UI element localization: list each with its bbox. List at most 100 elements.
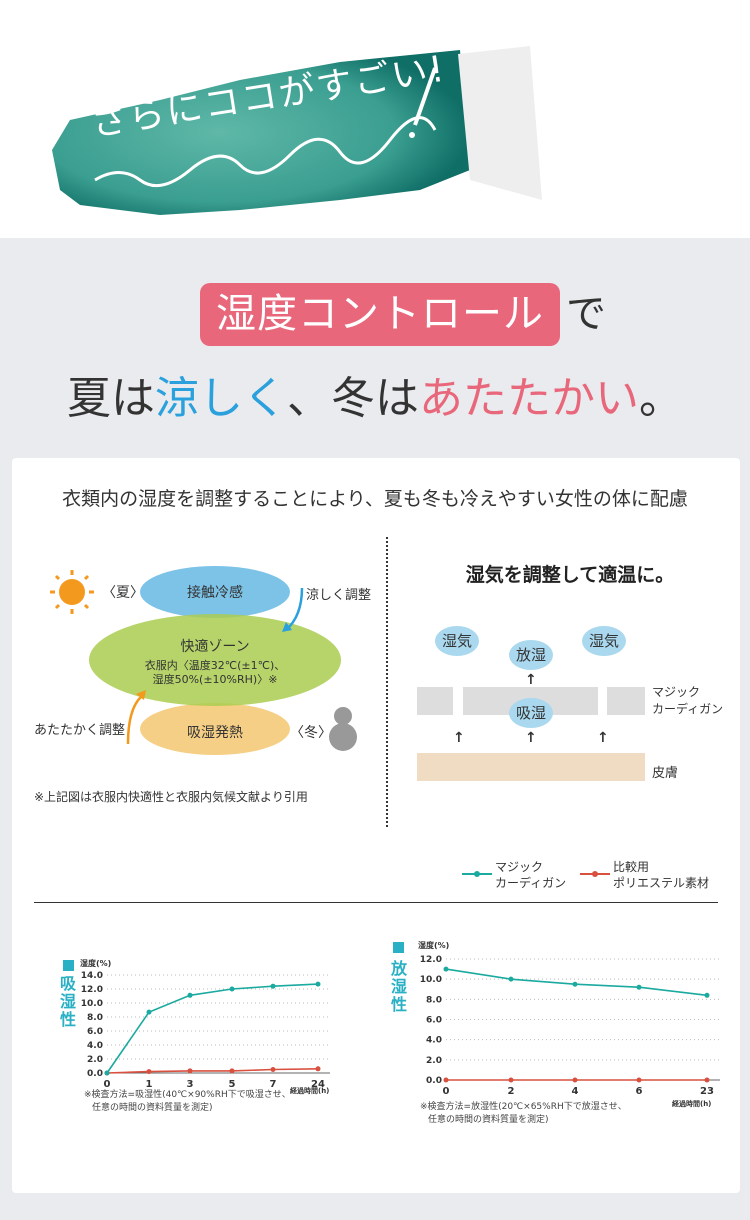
headline-cool: 涼しく: [155, 373, 287, 424]
divider-line: [34, 902, 718, 903]
content-card: [12, 458, 740, 1193]
y-tick-label: 14.0: [81, 971, 103, 981]
fabric-label: マジック: [652, 685, 701, 699]
data-point: [229, 986, 235, 992]
bubble-absorb: 吸湿: [509, 698, 553, 728]
snowman-icon: [329, 707, 357, 751]
series-line-magic: [445, 968, 708, 997]
bubble-moisture: 湿気: [582, 626, 626, 656]
contact-cool-label: 接触冷感: [187, 585, 243, 601]
x-tick-label: 7: [270, 1079, 277, 1090]
x-tick-label: 24: [311, 1079, 325, 1090]
chart-title: 吸湿性: [60, 974, 77, 1029]
sun-icon: [50, 570, 94, 614]
torn-paper-banner: [52, 46, 542, 215]
bubble-moisture: 湿気: [435, 626, 479, 656]
headline-part: 。: [639, 373, 683, 424]
arrow-up-icon: ↑: [453, 730, 465, 746]
divider-dotted: [386, 537, 388, 827]
fabric-block: [417, 687, 453, 715]
y-tick-label: 6.0: [87, 1027, 103, 1037]
legend-magic: マジック: [495, 860, 544, 874]
y-tick-label: 10.0: [420, 975, 442, 985]
y-tick-label: 2.0: [87, 1055, 103, 1065]
series-line-polyester: [106, 1068, 319, 1074]
chart-marker-icon: [393, 942, 404, 953]
chart-note: 任意の時間の資料質量を測定): [428, 1115, 549, 1125]
data-point: [187, 992, 193, 998]
data-point: [508, 976, 514, 982]
comfort-zone-line1: 衣服内〈温度32℃(±1℃)、: [144, 659, 286, 672]
y-tick-label: 8.0: [87, 1013, 103, 1023]
arrow-up-icon: ↑: [597, 730, 609, 746]
y-tick-label: 2.0: [426, 1056, 442, 1066]
cool-arrow-icon: [282, 587, 304, 632]
data-point: [270, 983, 276, 989]
bubble-release: 放湿: [509, 640, 553, 670]
x-tick-label: 6: [636, 1086, 643, 1097]
summer-label: 〈夏〉: [102, 585, 144, 601]
arrow-up-icon: ↑: [525, 730, 537, 746]
headline-part: 、冬は: [287, 373, 419, 424]
y-tick-label: 0.0: [87, 1069, 103, 1079]
data-point: [146, 1009, 152, 1015]
warm-adjust-label: あたたかく調整: [34, 723, 126, 738]
headline-line2: 夏は涼しく、冬はあたたかい。: [0, 362, 750, 426]
cool-adjust-label: 涼しく調整: [306, 588, 372, 603]
data-point: [443, 966, 449, 972]
fabric-label: カーディガン: [652, 702, 724, 716]
legend-teal-marker: [462, 871, 492, 877]
chart-note: ※検査方法=放湿性(20℃×65%RH下で放湿させ、: [420, 1102, 627, 1112]
x-tick-label: 5: [229, 1079, 236, 1090]
x-axis-label: 経過時間(h): [672, 1099, 711, 1108]
comfort-zone-line2: 湿度50%(±10%RH)〉※: [152, 673, 278, 686]
headline-warm: あたたかい: [419, 373, 639, 424]
x-tick-label: 2: [508, 1086, 515, 1097]
contact-cool-ellipse: [140, 566, 290, 618]
humidity-control-badge: 湿度コントロール: [200, 283, 560, 346]
y-tick-label: 8.0: [426, 995, 442, 1005]
data-point: [315, 981, 321, 987]
y-tick-label: 0.0: [426, 1076, 442, 1086]
y-axis-label: 湿度(%): [418, 940, 449, 950]
x-axis-label: 経過時間(h): [290, 1086, 329, 1095]
winter-label: 〈冬〉: [290, 725, 332, 741]
heat-label: 吸湿発熱: [187, 725, 243, 741]
y-tick-label: 10.0: [81, 999, 103, 1009]
data-point: [508, 1077, 514, 1083]
chart-note: ※検査方法=吸湿性(40℃×90%RH下で吸湿させ、: [84, 1090, 291, 1100]
data-point: [443, 1077, 449, 1083]
series-line-magic: [106, 983, 319, 1074]
skin-layer: [417, 753, 645, 781]
y-tick-label: 4.0: [426, 1036, 442, 1046]
chart-marker-icon: [63, 960, 74, 971]
headline-suffix: で: [566, 291, 606, 337]
y-tick-label: 6.0: [426, 1016, 442, 1026]
warm-arrow-icon: [126, 690, 146, 745]
intro-text: 衣類内の湿度を調整することにより、夏も冬も冷えやすい女性の体に配慮: [62, 488, 688, 510]
data-point: [229, 1068, 235, 1074]
x-tick-label: 3: [187, 1079, 194, 1090]
chart-title: 放湿性: [391, 959, 408, 1014]
y-tick-label: 12.0: [81, 985, 103, 995]
y-axis-label: 湿度(%): [80, 958, 111, 968]
data-point: [104, 1070, 110, 1076]
fabric-block: [607, 687, 645, 715]
skin-label: 皮膚: [652, 766, 679, 781]
data-point: [270, 1067, 276, 1072]
x-tick-label: 23: [700, 1086, 714, 1097]
moisture-title: 湿気を調整して適温に。: [465, 564, 675, 586]
headline-part: 夏は: [67, 373, 155, 424]
comfort-zone-title: 快適ゾーン: [180, 639, 250, 655]
legend-magic: カーディガン: [495, 876, 567, 890]
data-point: [636, 1077, 642, 1083]
data-point: [704, 1077, 710, 1083]
data-point: [572, 981, 578, 987]
data-point: [704, 992, 710, 998]
arrow-up-icon: ↑: [525, 672, 537, 688]
y-tick-label: 12.0: [420, 955, 442, 965]
heat-ellipse: [140, 703, 290, 755]
x-tick-label: 0: [443, 1086, 450, 1097]
